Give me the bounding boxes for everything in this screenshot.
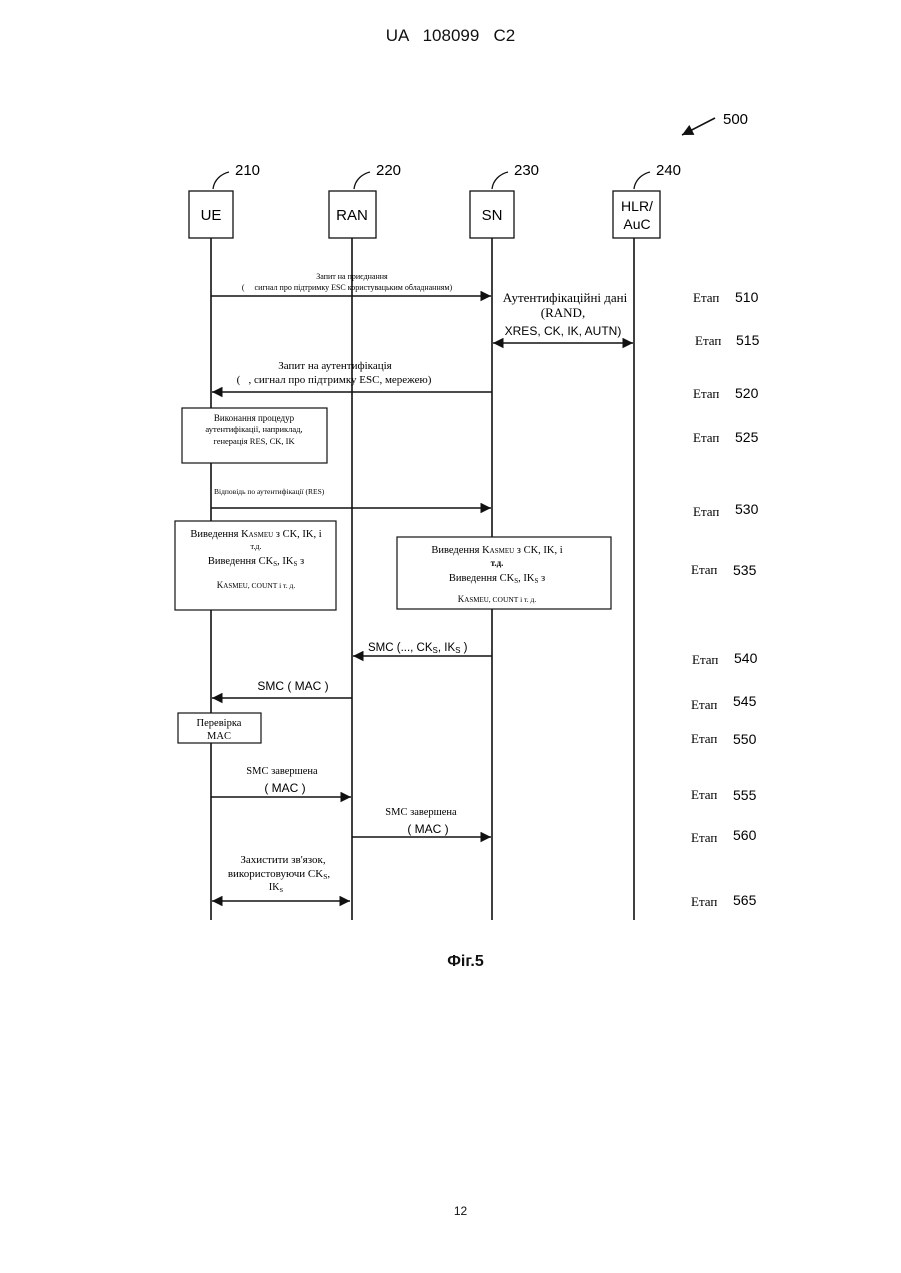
svg-text:540: 540	[734, 650, 758, 666]
step-555: Етап 555	[691, 787, 757, 803]
mac-check-line-2: MAC	[207, 731, 231, 742]
svg-text:Етап: Етап	[693, 504, 719, 519]
mac-check-box: Перевірка MAC	[178, 713, 261, 743]
ref-sn: 230	[514, 162, 539, 179]
derive-ue-line-1: Виведення KASMEU з CK, IK, і	[190, 529, 321, 540]
protect-line-3: IKS	[269, 882, 284, 894]
svg-text:Етап: Етап	[693, 386, 719, 401]
derive-sn-line-4: KASMEU, COUNT і т. д.	[458, 594, 537, 604]
step-520: Етап 520	[693, 385, 759, 401]
step-550: Етап 550	[691, 731, 757, 747]
svg-text:560: 560	[733, 827, 757, 843]
mac-check-line-1: Перевірка	[197, 718, 242, 729]
svg-text:545: 545	[733, 693, 757, 709]
auth-data-rand: (RAND,	[541, 305, 585, 320]
step-560: Етап 560	[691, 827, 757, 845]
svg-text:Етап: Етап	[691, 894, 717, 909]
smc-sn-ran-label: SMC (..., CKS, IKS )	[368, 642, 468, 655]
smc-complete-ran-label: SMC завершена	[385, 807, 457, 818]
svg-text:Етап: Етап	[693, 290, 719, 305]
derive-sn-line-2: т.д.	[491, 558, 504, 568]
protect-line-1: Захистити зв'язок,	[240, 854, 326, 866]
entity-ue-label: UE	[201, 207, 222, 224]
smc-ran-ue-label: SMC ( MAC )	[257, 679, 328, 693]
svg-text:555: 555	[733, 787, 757, 803]
key-derivation-ue-box: Виведення KASMEU з CK, IK, і т.д. Виведе…	[175, 521, 336, 610]
svg-text:Етап: Етап	[691, 787, 717, 802]
svg-text:520: 520	[735, 385, 759, 401]
step-545: Етап 545	[691, 693, 757, 712]
ref-ran-leader	[354, 172, 370, 189]
svg-text:Етап: Етап	[693, 430, 719, 445]
auth-data-label: Аутентифікаційні дані	[503, 290, 628, 305]
step-540: Етап 540	[692, 650, 758, 667]
entity-sn: SN	[470, 191, 514, 238]
svg-text:Етап: Етап	[691, 697, 717, 712]
svg-text:535: 535	[733, 562, 757, 578]
figure-caption: Фіг.5	[0, 953, 901, 971]
step-525: Етап 525	[693, 429, 759, 445]
smc-complete-ue-mac: ( MAC )	[264, 781, 305, 795]
ref-ran: 220	[376, 162, 401, 179]
key-derivation-sn-box: Виведення KASMEU з CK, IK, і т.д. Виведе…	[397, 537, 611, 609]
smc-complete-ue-label: SMC завершена	[246, 766, 318, 777]
svg-text:Етап: Етап	[691, 562, 717, 577]
derive-ue-line-3: Виведення CKS, IKS з	[208, 556, 304, 568]
step-535: Етап 535	[691, 562, 757, 578]
auth-procedures-box: Виконання процедур аутентифікації, напри…	[182, 408, 327, 463]
ref-hlr-leader	[634, 172, 650, 189]
figure-ref-arrow	[682, 118, 715, 135]
auth-procedures-line-3: генерація RES, CK, IK	[213, 436, 295, 446]
entity-ran: RAN	[329, 191, 376, 238]
entity-sn-label: SN	[482, 207, 503, 224]
svg-text:565: 565	[733, 892, 757, 908]
step-530: Етап 530	[693, 501, 759, 519]
svg-text:Етап: Етап	[692, 652, 718, 667]
auth-data-params: XRES, CK, IK, AUTN)	[505, 324, 622, 338]
step-515: Етап 515	[695, 332, 760, 348]
entity-ue: UE	[189, 191, 233, 238]
svg-text:550: 550	[733, 731, 757, 747]
attach-request-detail: ( сигнал про підтримку ESC користувацьки…	[242, 283, 453, 292]
entity-ran-label: RAN	[336, 207, 368, 224]
auth-request-label: Запит на аутентифікація	[278, 360, 391, 372]
entity-hlr-label-1: HLR/	[621, 198, 653, 214]
page-number: 12	[0, 1204, 901, 1218]
derive-sn-line-1: Виведення KASMEU з CK, IK, і	[431, 545, 562, 556]
auth-procedures-line-2: аутентифікації, наприклад,	[205, 424, 302, 434]
protect-line-2: використовуючи CKS,	[228, 868, 331, 881]
derive-ue-line-2: т.д.	[251, 542, 262, 551]
derive-ue-line-4: KASMEU, COUNT і т. д.	[217, 580, 296, 590]
entity-hlr-label-2: AuC	[623, 216, 650, 232]
svg-text:525: 525	[735, 429, 759, 445]
svg-text:Етап: Етап	[691, 731, 717, 746]
ref-sn-leader	[492, 172, 508, 189]
derive-sn-line-3: Виведення CKS, IKS з	[449, 573, 545, 585]
step-labels: Етап 510 Етап 515 Етап 520 Етап 525 Етап…	[691, 289, 760, 909]
svg-text:515: 515	[736, 332, 760, 348]
ref-ue-leader	[213, 172, 229, 189]
figure-ref: 500	[723, 111, 748, 128]
svg-text:Етап: Етап	[691, 830, 717, 845]
auth-procedures-line-1: Виконання процедур	[214, 413, 295, 423]
svg-text:530: 530	[735, 501, 759, 517]
step-510: Етап 510	[693, 289, 759, 305]
svg-text:Етап: Етап	[695, 333, 721, 348]
auth-response-label: Відповідь по аутентифікації (RES)	[214, 487, 325, 496]
svg-text:510: 510	[735, 289, 759, 305]
ref-hlr: 240	[656, 162, 681, 179]
step-565: Етап 565	[691, 892, 757, 909]
ref-ue: 210	[235, 162, 260, 179]
attach-request-label: Запит на приєднання	[316, 272, 388, 281]
entity-hlr-auc: HLR/ AuC	[613, 191, 660, 238]
auth-request-detail: ( , сигнал про підтримку ESC, мережею)	[237, 374, 432, 386]
smc-complete-ran-mac: ( MAC )	[407, 822, 448, 836]
